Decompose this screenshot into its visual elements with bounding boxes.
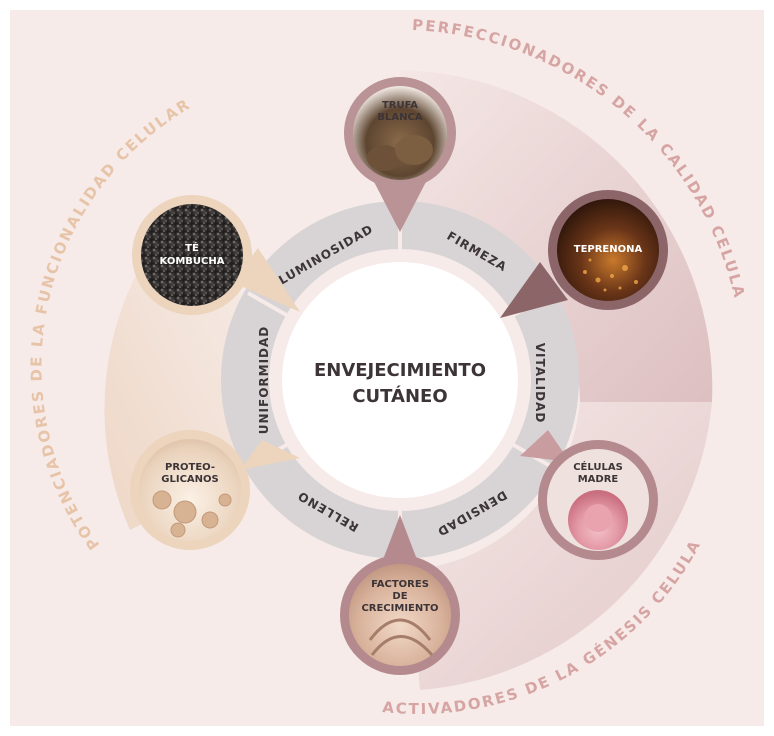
center-title-line2: CUTÁNEO bbox=[352, 385, 447, 407]
center-disc bbox=[282, 262, 518, 498]
factores-image bbox=[349, 564, 451, 666]
dna-strand-2 bbox=[370, 635, 434, 656]
dna-strand-1 bbox=[368, 618, 432, 641]
segment-uniformidad: UNIFORMIDAD bbox=[257, 326, 271, 435]
proteo-label-line1: PROTEO- bbox=[165, 462, 215, 473]
ingredient-factores-crecimiento: FACTORES DE CRECIMIENTO bbox=[340, 515, 460, 675]
factores-label-line3: CRECIMIENTO bbox=[361, 603, 438, 614]
ingredient-te-kombucha: TÉ KOMBUCHA bbox=[132, 195, 300, 315]
celulas-label-line1: CÉLULAS bbox=[573, 460, 623, 473]
trufa-pointer bbox=[372, 178, 428, 232]
teprenona-pointer bbox=[500, 262, 568, 318]
segment-vitalidad: VITALIDAD bbox=[533, 343, 547, 424]
celulas-pointer bbox=[520, 430, 570, 462]
tea-image bbox=[141, 204, 243, 306]
ingredient-trufa-blanca: TRUFA BLANCA bbox=[344, 77, 456, 232]
te-label-line1: TÉ bbox=[185, 241, 199, 254]
rose-center bbox=[584, 504, 612, 532]
proteo-image bbox=[139, 439, 241, 541]
proteo-pointer bbox=[240, 440, 300, 470]
ingredient-celulas-madre: CÉLULAS MADRE bbox=[520, 430, 658, 560]
center-title-line1: ENVEJECIMIENTO bbox=[314, 360, 486, 381]
proteo-label-line2: GLICANOS bbox=[161, 474, 218, 485]
teprenona-sparkles bbox=[583, 258, 638, 292]
truffle-shape-1 bbox=[367, 145, 401, 171]
factores-label-line2: DE bbox=[392, 591, 407, 602]
truffle-shape-2 bbox=[395, 135, 433, 165]
teprenona-label: TEPRENONA bbox=[574, 244, 643, 255]
ingredient-proteoglicanos: PROTEO- GLICANOS bbox=[130, 430, 300, 550]
factores-label-line1: FACTORES bbox=[371, 579, 429, 590]
trufa-label-line2: BLANCA bbox=[377, 112, 422, 123]
te-label-line2: KOMBUCHA bbox=[160, 256, 225, 267]
teprenona-image bbox=[557, 199, 659, 301]
celulas-label-line2: MADRE bbox=[578, 474, 619, 485]
trufa-label-line1: TRUFA bbox=[382, 100, 418, 111]
ingredient-teprenona: TEPRENONA bbox=[500, 190, 668, 318]
molecule-shapes bbox=[152, 490, 232, 538]
